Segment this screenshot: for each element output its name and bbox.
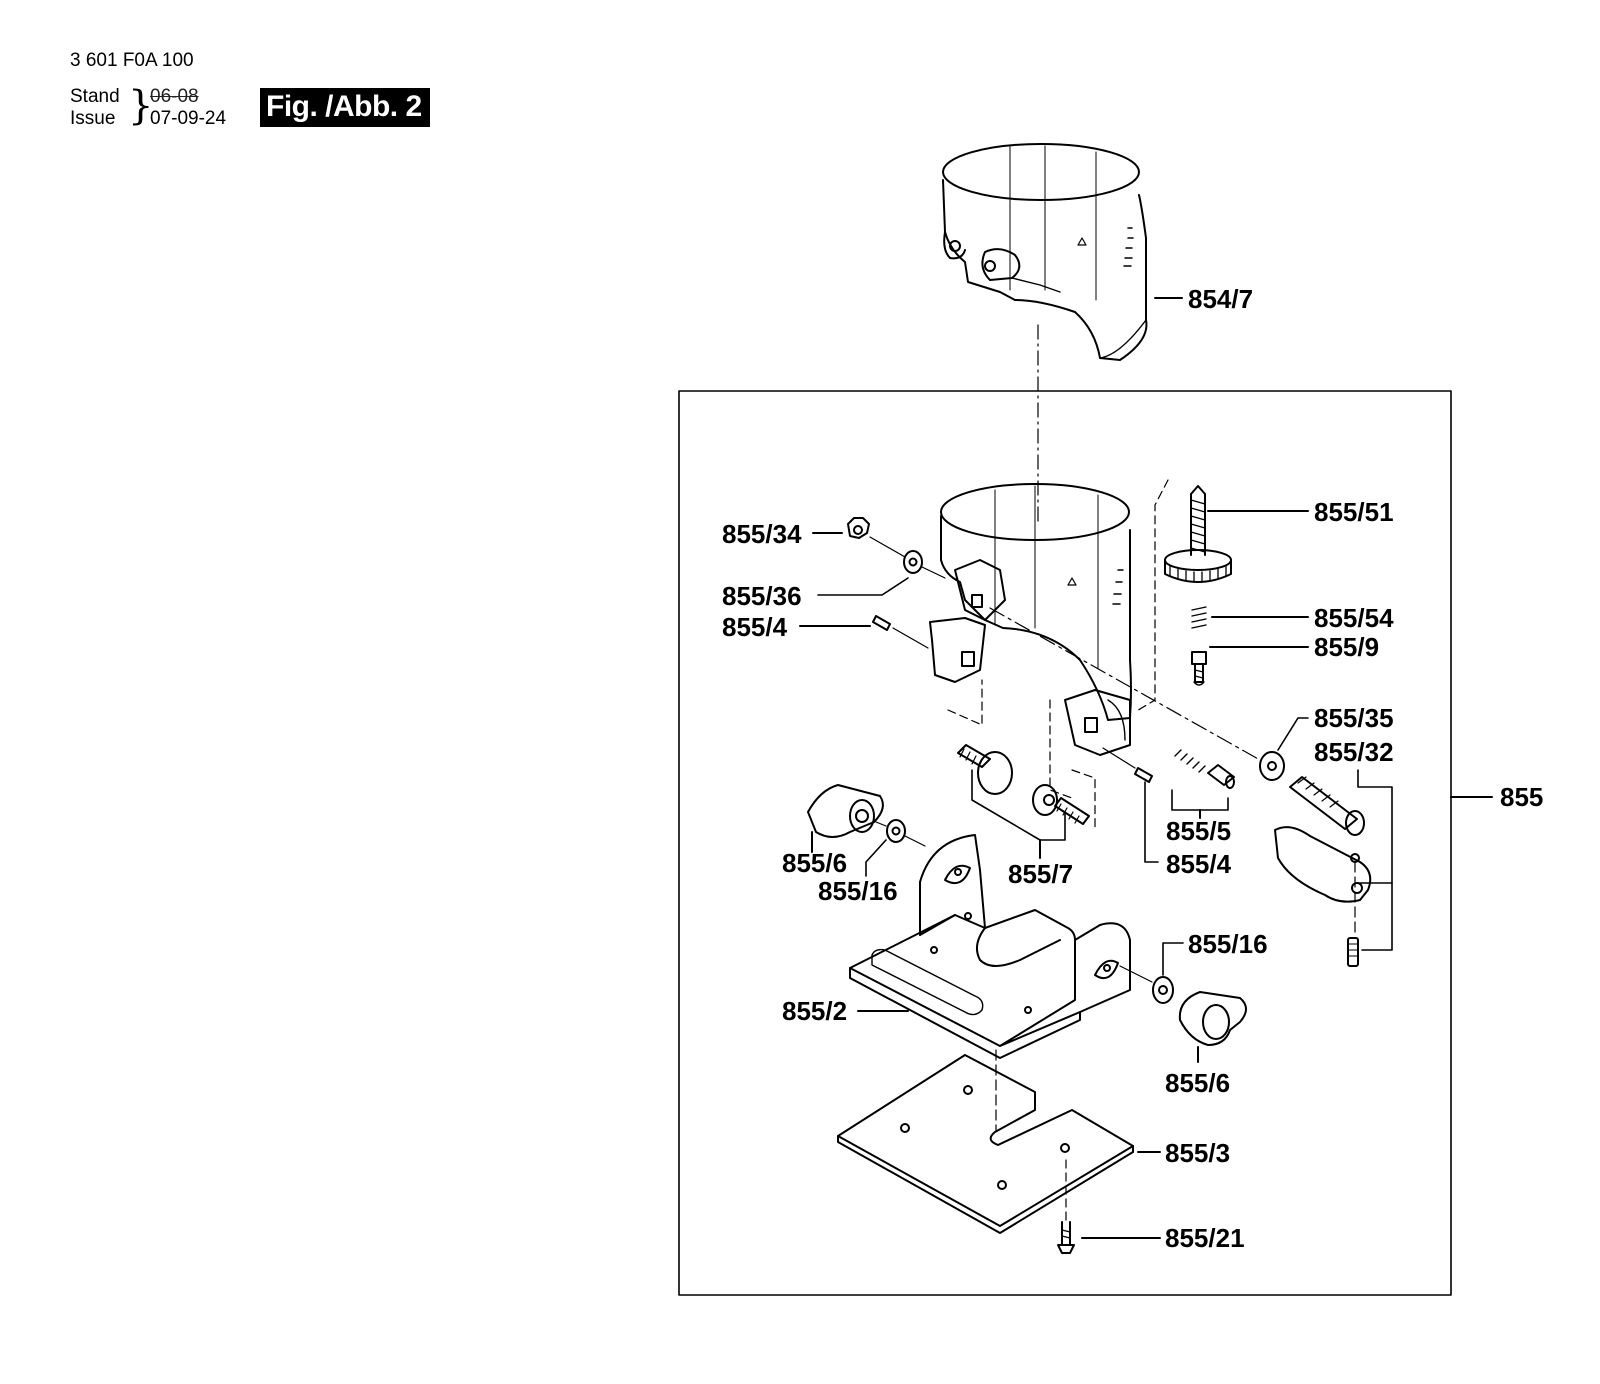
label-washer-left: 855/16 [818, 876, 898, 906]
label-clamp-bolts: 855/7 [1008, 859, 1073, 889]
router-base-housing-part [929, 483, 1132, 756]
washer-right-part [1259, 751, 1285, 781]
label-small-spring: 855/54 [1314, 603, 1394, 633]
washer-lower-right-part [1152, 976, 1174, 1004]
bracket-part [849, 834, 1131, 1059]
figure-label: Fig. /Abb. 2 [260, 88, 430, 127]
label-washer-lower-right: 855/16 [1188, 929, 1268, 959]
pin-right-part [1134, 767, 1153, 783]
stand-label: Stand [70, 86, 120, 107]
lever-pin-part [1347, 937, 1359, 967]
label-bracket: 855/2 [782, 996, 847, 1026]
label-wing-knob-left: 855/6 [782, 848, 847, 878]
base-plate-part [837, 1054, 1134, 1234]
knob-screw-part [1164, 485, 1232, 583]
bolt-right-part [1289, 776, 1365, 836]
nut-part [847, 517, 870, 539]
part-number: 3 601 F0A 100 [70, 50, 194, 71]
clamp-bolt-right-part [1032, 784, 1090, 825]
cam-lever-part [1274, 826, 1372, 903]
washer-left-part [886, 819, 906, 843]
assembly-frame [678, 390, 1452, 1296]
stand-date: 06-08 [150, 86, 199, 107]
label-spring-pin: 855/5 [1166, 816, 1231, 846]
label-base-plate: 855/3 [1165, 1138, 1230, 1168]
label-base-screw: 855/21 [1165, 1223, 1245, 1253]
label-washer-right: 855/35 [1314, 703, 1394, 733]
label-pin-right: 855/4 [1166, 849, 1232, 879]
small-screw-part [1191, 651, 1207, 686]
label-washer-top: 855/36 [722, 581, 802, 611]
label-small-screw: 855/9 [1314, 632, 1379, 662]
label-pin-left: 855/4 [722, 612, 788, 642]
clamp-bolt-left-part [957, 744, 1013, 795]
brace-icon: } [128, 83, 154, 129]
small-spring-part [1191, 606, 1207, 629]
spring-pin-part [1174, 749, 1235, 789]
label-assembly: 855 [1500, 782, 1543, 812]
label-housing-ring: 854/7 [1188, 284, 1253, 314]
label-bolt-right: 855/32 [1314, 737, 1394, 767]
label-wing-knob-right: 855/6 [1165, 1068, 1230, 1098]
label-nut: 855/34 [722, 519, 802, 549]
base-screw-part [1057, 1221, 1075, 1254]
label-knob-screw: 855/51 [1314, 497, 1394, 527]
washer-top-part [903, 550, 923, 574]
issue-date: 07-09-24 [150, 108, 227, 129]
housing-ring-part [942, 143, 1148, 361]
wing-knob-right-part [1178, 991, 1247, 1046]
wing-knob-left-part [807, 784, 884, 838]
pin-left-part [872, 615, 891, 631]
issue-label: Issue [70, 108, 116, 129]
